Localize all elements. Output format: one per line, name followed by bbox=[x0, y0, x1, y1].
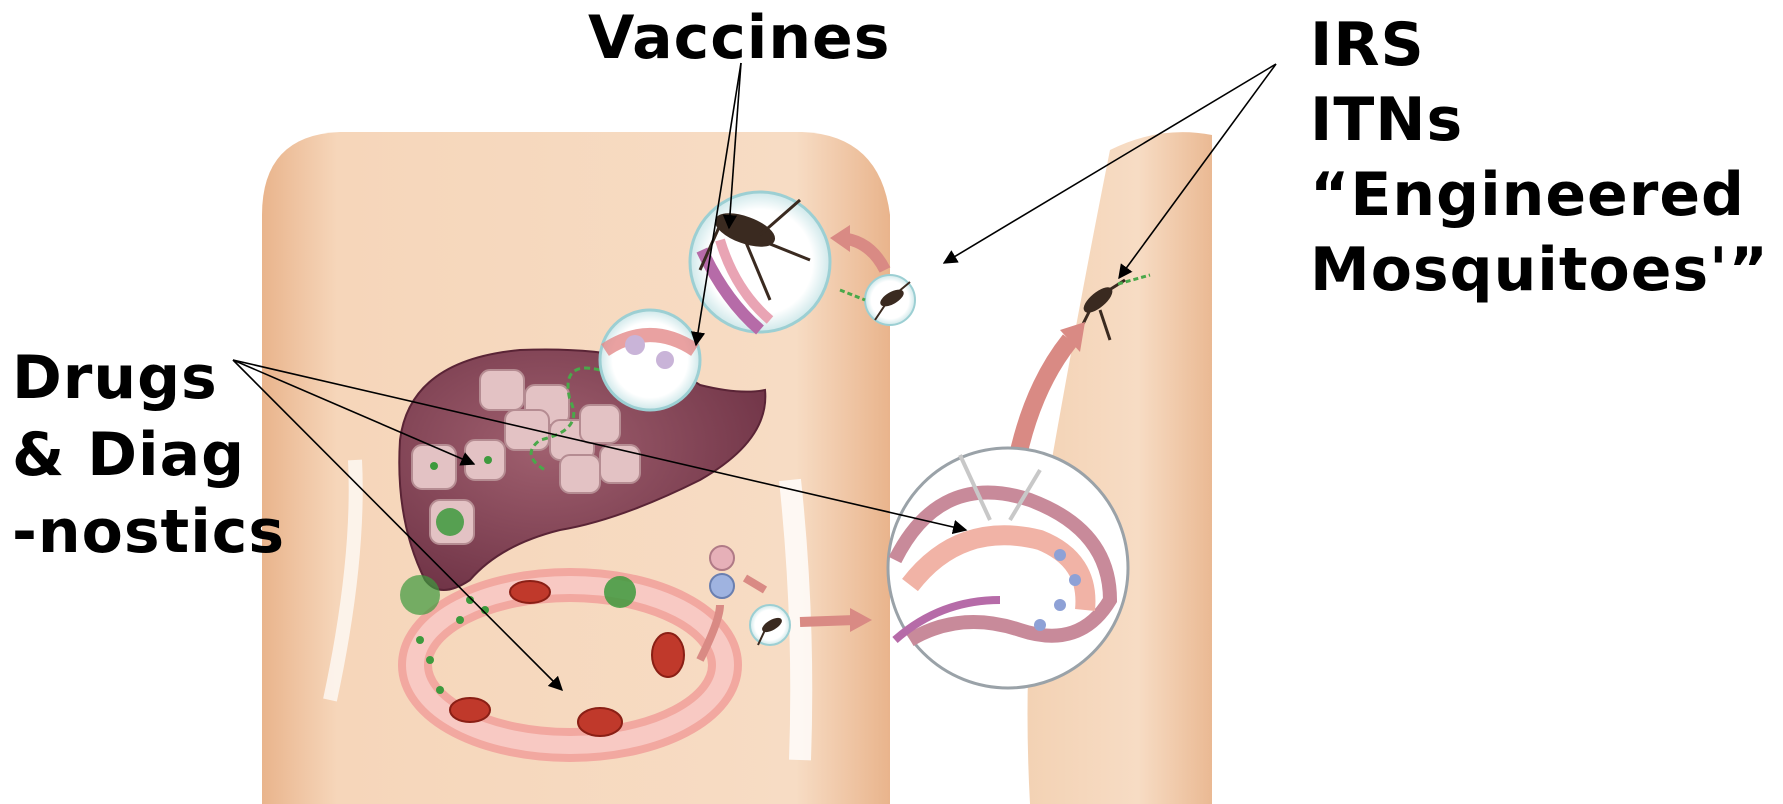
vector-control-label: IRS ITNs “Engineered Mosquitoes'” bbox=[1310, 8, 1769, 308]
vector-control-line-irs: IRS bbox=[1310, 8, 1769, 83]
vector-control-line-mosquitoes: Mosquitoes'” bbox=[1310, 233, 1769, 308]
vaccines-label: Vaccines bbox=[588, 8, 890, 68]
torso-contour bbox=[790, 480, 801, 760]
drugs-line-1: Drugs bbox=[12, 340, 285, 417]
drugs-line-2: & Diag bbox=[12, 417, 285, 494]
drugs-diagnostics-label: Drugs & Diag -nostics bbox=[12, 340, 285, 571]
gametocyte bbox=[710, 546, 734, 570]
gametocyte bbox=[710, 574, 734, 598]
blood-vessel-bubble bbox=[600, 310, 700, 410]
vector-control-line-itns: ITNs bbox=[1310, 83, 1769, 158]
vector-control-line-engineered: “Engineered bbox=[1310, 158, 1769, 233]
drugs-line-3: -nostics bbox=[12, 494, 285, 571]
flow-arrow bbox=[800, 620, 855, 622]
